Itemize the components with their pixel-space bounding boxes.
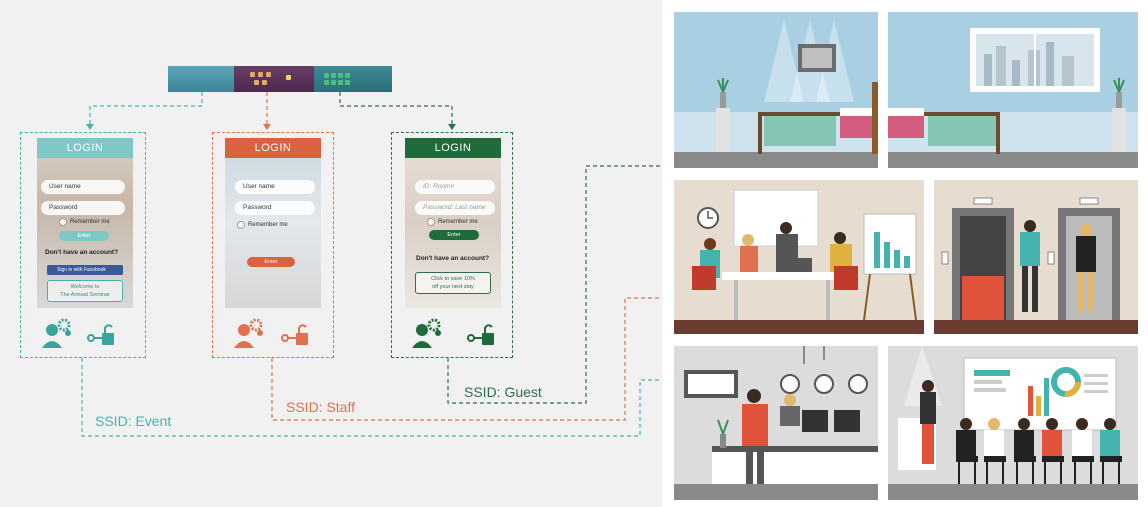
enter-button[interactable]: Enter [247,257,295,267]
promo-line-1: Click to save 10% [431,276,475,282]
unlock-key-icon [87,324,114,345]
guest-portal-frame [391,132,513,358]
remember-me-label: Remember me [70,219,110,225]
staff-portal-frame [212,132,334,358]
user-gear-icon [42,318,71,348]
password-field[interactable]: Password [235,201,315,215]
meeting-room-scene [674,180,924,334]
login-title: LOGIN [225,138,321,158]
remember-me-label: Remember me [438,219,478,225]
remember-me-label: Remember me [248,222,288,228]
enter-button[interactable]: Enter [429,230,479,240]
ssid-guest-label: SSID: Guest [464,384,542,400]
promo-banner[interactable]: Welcome to The Annual Seminar [47,280,123,302]
network-switch [168,66,392,92]
login-title: LOGIN [405,138,501,158]
username-field[interactable]: User name [235,180,315,194]
reception-scene [674,346,878,500]
promo-line-2: The Annual Seminar [60,292,110,298]
promo-banner[interactable]: Click to save 10% off your next stay [415,272,491,294]
username-field[interactable]: User name [41,180,125,194]
unlock-key-icon [467,324,494,345]
unlock-key-icon [281,324,308,345]
password-field[interactable]: Password [41,201,125,215]
no-account-text: Don't have an account? [45,249,119,256]
event-login-screen: LOGIN User name Password Remember me Ent… [37,138,133,308]
user-gear-icon [412,318,441,348]
no-account-text: Don't have an account? [416,255,490,262]
room-id-field[interactable]: ID: Room# [415,180,495,194]
event-portal-frame [20,132,146,358]
lastname-password-field[interactable]: Password: Last name [415,201,495,215]
guest-room-scene [674,12,878,168]
remember-me-checkbox[interactable]: Remember me [427,218,478,226]
ssid-event-label: SSID: Event [95,413,172,429]
seminar-scene [888,346,1138,500]
facebook-signin-button[interactable]: Sign in with Facebook [47,265,123,275]
user-gear-icon [234,318,263,348]
remember-me-checkbox[interactable]: Remember me [59,218,110,226]
staff-login-screen: LOGIN User name Password Remember me Ent… [225,138,321,308]
guest-room-window-scene [888,12,1138,168]
ssid-staff-label: SSID: Staff [286,399,355,415]
remember-me-checkbox[interactable]: Remember me [237,221,288,229]
promo-line-1: Welcome to [70,284,100,290]
elevator-scene [934,180,1138,334]
promo-line-2: off your next stay [432,284,474,290]
guest-login-screen: LOGIN ID: Room# Password: Last name Reme… [405,138,501,308]
enter-button[interactable]: Enter [59,231,109,241]
login-title: LOGIN [37,138,133,158]
